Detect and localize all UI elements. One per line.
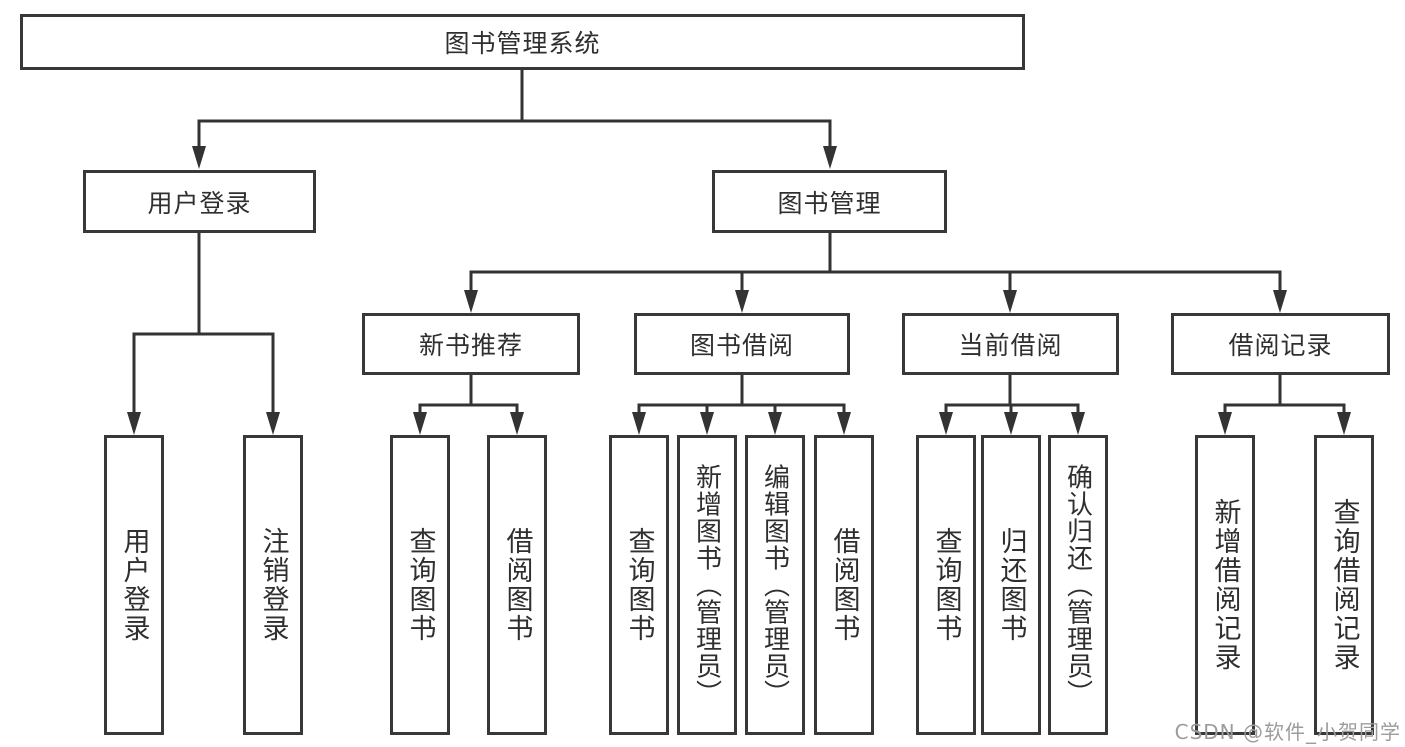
leaf-borrow-books: 借阅图书: [814, 435, 874, 735]
leaf-add-borrow-record-label: 新增借阅记录: [1209, 498, 1241, 672]
node-borrow-records: 借阅记录: [1171, 313, 1390, 375]
node-current-borrow-label: 当前借阅: [958, 331, 1063, 360]
leaf-edit-books-admin: 编辑图书（管理员）: [745, 435, 805, 735]
leaf-query-books-borrow: 查询图书: [609, 435, 669, 735]
node-borrow-records-label: 借阅记录: [1228, 331, 1333, 360]
node-book-management-label: 图书管理: [777, 188, 882, 218]
leaf-add-borrow-record: 新增借阅记录: [1195, 435, 1255, 735]
leaf-confirm-return-admin: 确认归还（管理员）: [1048, 435, 1108, 735]
node-book-management: 图书管理: [712, 170, 947, 233]
node-user-login-label: 用户登录: [147, 188, 252, 218]
leaf-edit-books-admin-label: 编辑图书（管理员）: [759, 463, 790, 707]
leaf-logout-login: 注销登录: [243, 435, 303, 735]
leaf-confirm-return-admin-label: 确认归还（管理员）: [1062, 463, 1093, 707]
leaf-borrow-books-recommend: 借阅图书: [487, 435, 547, 735]
leaf-return-books: 归还图书: [981, 435, 1041, 735]
leaf-return-books-label: 归还图书: [995, 527, 1027, 643]
node-book-borrow-label: 图书借阅: [689, 331, 794, 360]
node-new-book-recommend: 新书推荐: [362, 313, 580, 375]
node-root-label: 图书管理系统: [444, 29, 601, 58]
leaf-query-books-recommend: 查询图书: [390, 435, 450, 735]
leaf-query-borrow-record: 查询借阅记录: [1314, 435, 1374, 735]
leaf-user-login: 用户登录: [104, 435, 164, 735]
csdn-watermark: CSDN @软件_小贺同学: [1174, 720, 1401, 744]
leaf-user-login-label: 用户登录: [118, 527, 150, 643]
leaf-logout-login-label: 注销登录: [257, 527, 289, 643]
leaf-query-borrow-record-label: 查询借阅记录: [1328, 498, 1360, 672]
leaf-add-books-admin: 新增图书（管理员）: [677, 435, 737, 735]
node-new-book-recommend-label: 新书推荐: [418, 331, 523, 360]
leaf-query-books-current-label: 查询图书: [930, 527, 962, 643]
node-root: 图书管理系统: [20, 14, 1025, 70]
leaf-query-books-recommend-label: 查询图书: [404, 527, 436, 643]
leaf-borrow-books-recommend-label: 借阅图书: [501, 527, 533, 643]
leaf-add-books-admin-label: 新增图书（管理员）: [691, 463, 722, 707]
node-book-borrow: 图书借阅: [634, 313, 850, 375]
node-current-borrow: 当前借阅: [902, 313, 1119, 375]
leaf-query-books-current: 查询图书: [916, 435, 976, 735]
leaf-borrow-books-label: 借阅图书: [828, 527, 860, 643]
leaf-query-books-borrow-label: 查询图书: [623, 527, 655, 643]
node-user-login: 用户登录: [83, 170, 316, 233]
